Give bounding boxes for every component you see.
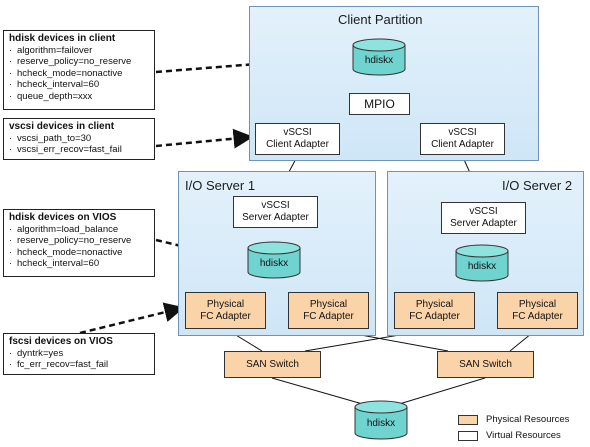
server2-fc-adapter-right: Physical FC Adapter (497, 292, 578, 329)
note-vscsi-client-title: vscsi devices in client (9, 121, 115, 132)
vscsi-client-arrow (155, 128, 254, 149)
note-item: reserve_policy=no_reserve (9, 56, 150, 67)
note-item: dyntrk=yes (9, 348, 150, 359)
server2-fc-right-line2: FC Adapter (512, 310, 563, 322)
note-hdisk-vios-title: hdisk devices on VIOS (9, 212, 117, 223)
server1-adapter-line2: Server Adapter (242, 212, 309, 223)
client-adapter-left-line2: Client Adapter (266, 139, 329, 150)
note-item: hcheck_mode=nonactive (9, 68, 150, 79)
server2-adapter: vSCSI Server Adapter (441, 202, 526, 234)
disk-icon (352, 38, 406, 76)
note-fscsi-vios: fscsi devices on VIOS dyntrk=yes fc_err_… (3, 333, 155, 375)
server2-fc-right-line1: Physical (518, 298, 557, 310)
note-vscsi-client: vscsi devices in client vscsi_path_to=30… (3, 118, 155, 160)
note-hdisk-vios: hdisk devices on VIOS algorithm=load_bal… (3, 209, 155, 277)
server1-fc-adapter-left: Physical FC Adapter (185, 292, 266, 329)
legend-virtual-label: Virtual Resources (486, 430, 561, 441)
disk-icon (247, 241, 301, 279)
switch-right-to-san-disk-link (395, 377, 486, 406)
client-adapter-left: vSCSI Client Adapter (255, 123, 340, 155)
san-hdisk-label: hdiskx (366, 418, 396, 429)
note-hdisk-client: hdisk devices in client algorithm=failov… (3, 30, 155, 110)
server1-fc-right-line2: FC Adapter (303, 310, 354, 322)
note-item: hcheck_interval=60 (9, 258, 150, 269)
server2-fc-left-line1: Physical (415, 298, 454, 310)
switch-left-to-san-disk-link (271, 377, 367, 406)
client-adapter-left-line1: vSCSI (283, 127, 312, 138)
client-adapter-right-line2: Client Adapter (431, 139, 494, 150)
mpio-box: MPIO (349, 93, 410, 115)
client-partition-title: Client Partition (338, 12, 423, 27)
server1-fc-adapter-right: Physical FC Adapter (288, 292, 369, 329)
note-item: queue_depth=xxx (9, 91, 150, 102)
disk-icon (354, 400, 408, 440)
server1-fc-left-line1: Physical (206, 298, 245, 310)
legend-virtual-swatch (458, 431, 478, 441)
note-item: algorithm=failover (9, 45, 150, 56)
legend-physical-label: Physical Resources (486, 414, 570, 425)
client-adapter-right-line1: vSCSI (448, 127, 477, 138)
note-fscsi-vios-title: fscsi devices on VIOS (9, 336, 113, 347)
server2-adapter-line1: vSCSI (469, 206, 498, 217)
io-server-2-title: I/O Server 2 (502, 178, 573, 193)
note-item: algorithm=load_balance (9, 224, 150, 235)
san-hdisk: hdiskx (354, 400, 408, 440)
server2-hdisk: hdiskx (455, 244, 509, 282)
server1-fc-right-line1: Physical (309, 298, 348, 310)
note-item: reserve_policy=no_reserve (9, 235, 150, 246)
server1-fc-left-line2: FC Adapter (200, 310, 251, 322)
legend-physical-swatch (458, 415, 478, 425)
server2-hdisk-label: hdiskx (467, 261, 497, 272)
server2-adapter-line2: Server Adapter (450, 218, 517, 229)
server1-adapter-line1: vSCSI (261, 200, 290, 211)
note-hdisk-client-title: hdisk devices in client (9, 33, 116, 44)
note-item: vscsi_path_to=30 (9, 133, 150, 144)
server2-fc-left-line2: FC Adapter (409, 310, 460, 322)
client-hdisk: hdiskx (352, 38, 406, 76)
note-item: hcheck_interval=60 (9, 79, 150, 90)
client-adapter-right: vSCSI Client Adapter (420, 123, 505, 155)
server1-hdisk: hdiskx (247, 241, 301, 279)
note-item: fc_err_recov=fast_fail (9, 359, 150, 370)
server1-adapter: vSCSI Server Adapter (233, 196, 318, 228)
fscsi-vios-arrow (79, 302, 185, 335)
disk-icon (455, 244, 509, 282)
server1-hdisk-label: hdiskx (259, 258, 289, 269)
client-hdisk-label: hdiskx (364, 55, 394, 66)
note-item: vscsi_err_recov=fast_fail (9, 144, 150, 155)
note-item: hcheck_mode=nonactive (9, 247, 150, 258)
server2-fc-adapter-left: Physical FC Adapter (394, 292, 475, 329)
san-switch-right: SAN Switch (437, 351, 534, 378)
io-server-1-title: I/O Server 1 (185, 178, 256, 193)
san-switch-left: SAN Switch (224, 351, 321, 378)
